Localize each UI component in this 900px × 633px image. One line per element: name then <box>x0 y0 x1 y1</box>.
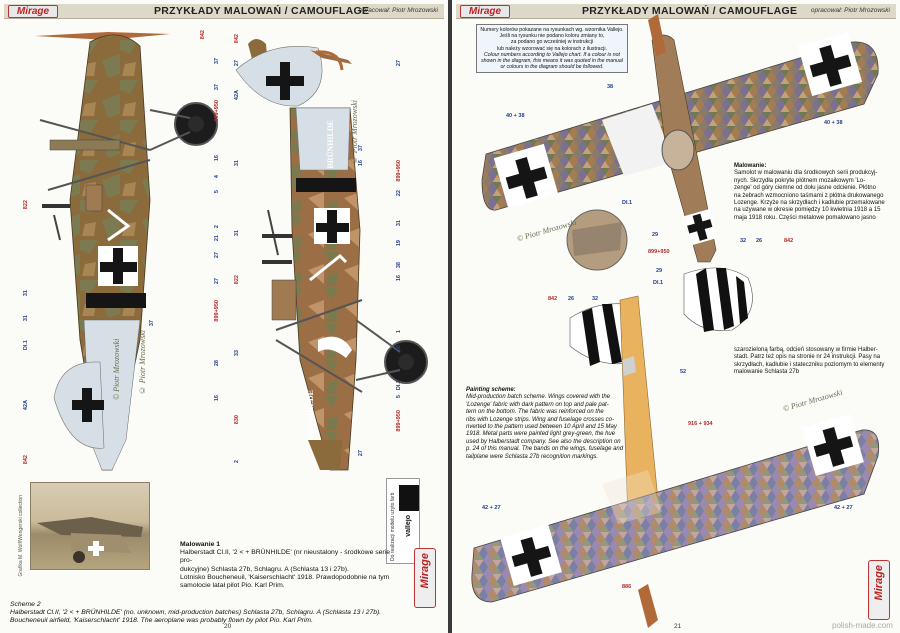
page-number: 20 <box>224 623 232 630</box>
artist-watermark-3: © Piotr Mrozowski <box>350 100 359 165</box>
propeller-blade <box>35 32 170 40</box>
mirage-logo: Mirage <box>8 5 58 18</box>
color-code: 33 <box>234 350 240 357</box>
color-code: 842 <box>23 455 29 465</box>
page-header: Mirage PRZYKŁADY MALOWAŃ / CAMOUFLAGE op… <box>456 4 896 19</box>
historical-photo <box>30 482 150 570</box>
color-code: 842 <box>234 34 240 44</box>
caption-pl: Malowanie 1 Halberstadt Cl.II, '2 < + BR… <box>180 541 390 590</box>
page-right: Mirage PRZYKŁADY MALOWAŃ / CAMOUFLAGE op… <box>452 0 900 633</box>
color-code: 31 <box>234 230 240 237</box>
caption-en: Scheme 2 Halberstadt Cl.II, '2 < + BRÜNH… <box>10 601 382 625</box>
color-code: 16 <box>396 275 402 282</box>
color-code: 5 <box>214 190 220 194</box>
color-code: 830 <box>234 415 240 425</box>
vallejo-note: Do realizacji modelu użyto farb <box>390 492 396 561</box>
color-code: 27 <box>396 60 402 67</box>
color-code: 37 <box>214 58 220 65</box>
color-code: 37 <box>149 320 155 327</box>
color-code: 38 <box>396 262 402 269</box>
color-code: DI.1 <box>653 280 664 286</box>
author-credit: opracował: Piotr Mrozowski <box>810 7 890 14</box>
color-code: 31 <box>23 290 29 297</box>
color-code: 31 <box>396 220 402 227</box>
color-code: 52 <box>680 369 687 375</box>
color-code: 2 <box>214 225 220 229</box>
color-code: 27 <box>214 252 220 259</box>
site-watermark: polish-made.com <box>832 621 893 630</box>
color-code: 27 <box>358 450 364 457</box>
color-code: 29 <box>656 268 663 274</box>
side-logo: Mirage <box>414 548 436 608</box>
author-credit: opracował: Piotr Mrozowski <box>358 7 438 14</box>
color-code: 31 <box>234 160 240 167</box>
color-code: 842 <box>548 296 558 302</box>
color-code: 27 <box>234 60 240 67</box>
color-code: 42 + 27 <box>834 505 853 511</box>
aircraft-name-bottom: BRÜNHILDE <box>306 390 315 439</box>
page-title: PRZYKŁADY MALOWAŃ / CAMOUFLAGE <box>582 5 798 17</box>
color-code: 27 <box>214 278 220 285</box>
color-code: 22 <box>396 190 402 197</box>
color-code: 28 <box>214 360 220 367</box>
color-code: 26 <box>568 296 575 302</box>
color-code: 40 + 38 <box>506 113 525 119</box>
color-code: 16 <box>214 155 220 162</box>
color-code: 899+950 <box>214 300 220 322</box>
painting-scheme-text: Painting scheme: Mid-production batch sc… <box>466 387 624 460</box>
vallejo-brand: vallejo <box>405 515 412 537</box>
color-code: 2 <box>234 460 240 464</box>
color-code: 42A <box>234 90 240 101</box>
color-code: DI.1 <box>23 340 29 351</box>
plan-views <box>471 14 880 628</box>
color-code: 31 <box>23 315 29 322</box>
color-code: DI.1 <box>622 200 633 206</box>
color-code: 21 <box>214 235 220 242</box>
color-code: 16 <box>214 395 220 402</box>
color-code: 842 <box>784 238 794 244</box>
color-code: 29 <box>652 232 659 238</box>
color-code: 899+950 <box>648 249 670 255</box>
artist-watermark: © Piotr Mrozowski <box>138 330 147 395</box>
color-code: 37 <box>214 84 220 91</box>
malowanie-text: Malowanie: Samolot w malowaniu dla środk… <box>734 163 885 221</box>
color-code: DI.1 <box>396 380 402 391</box>
color-code: 16 <box>358 160 364 167</box>
color-code: 899+950 <box>214 100 220 122</box>
malowanie-text-continued: szarozieloną farbą, odcień stosowany w f… <box>734 347 885 376</box>
page-header: Mirage PRZYKŁADY MALOWAŃ / CAMOUFLAGE op… <box>4 4 444 19</box>
color-code: 42A <box>23 400 29 411</box>
color-code: 1 <box>396 330 402 334</box>
color-code: 32 <box>740 238 747 244</box>
color-code: 4 <box>214 175 220 179</box>
color-code: 916 + 934 <box>688 421 713 427</box>
color-code: 42 + 27 <box>482 505 501 511</box>
color-code: 40 + 38 <box>824 120 843 126</box>
color-code: 822 <box>23 200 29 210</box>
color-code: 886 <box>622 584 632 590</box>
color-code: 822 <box>234 275 240 285</box>
page-left: Mirage PRZYKŁADY MALOWAŃ / CAMOUFLAGE op… <box>0 0 448 633</box>
color-code: 38 <box>607 84 614 90</box>
color-code: 26 <box>756 238 763 244</box>
page-title: PRZYKŁADY MALOWAŃ / CAMOUFLAGE <box>154 5 370 17</box>
artist-watermark-2: © Piotr Mrozowski <box>112 338 121 400</box>
color-code: 32 <box>592 296 599 302</box>
color-code: 899+950 <box>396 160 402 182</box>
color-code: 19 <box>396 240 402 247</box>
color-code: 38 <box>396 345 402 352</box>
color-code: 842 <box>200 30 206 40</box>
color-code: 5 <box>396 395 402 399</box>
page-number: 21 <box>674 623 682 630</box>
side-view-left-profile <box>35 32 428 471</box>
mirage-logo: Mirage <box>460 5 510 18</box>
photo-credit: Grafika M. Wolf/Wengerski collection <box>18 495 24 577</box>
side-logo: Mirage <box>868 560 890 620</box>
color-code: 899+950 <box>396 410 402 432</box>
color-code: 37 <box>358 145 364 152</box>
aircraft-name-top: BRÜNHILDE <box>326 120 335 169</box>
colour-note: Numery kolorów pokazane na rysunkach wg.… <box>476 24 628 74</box>
